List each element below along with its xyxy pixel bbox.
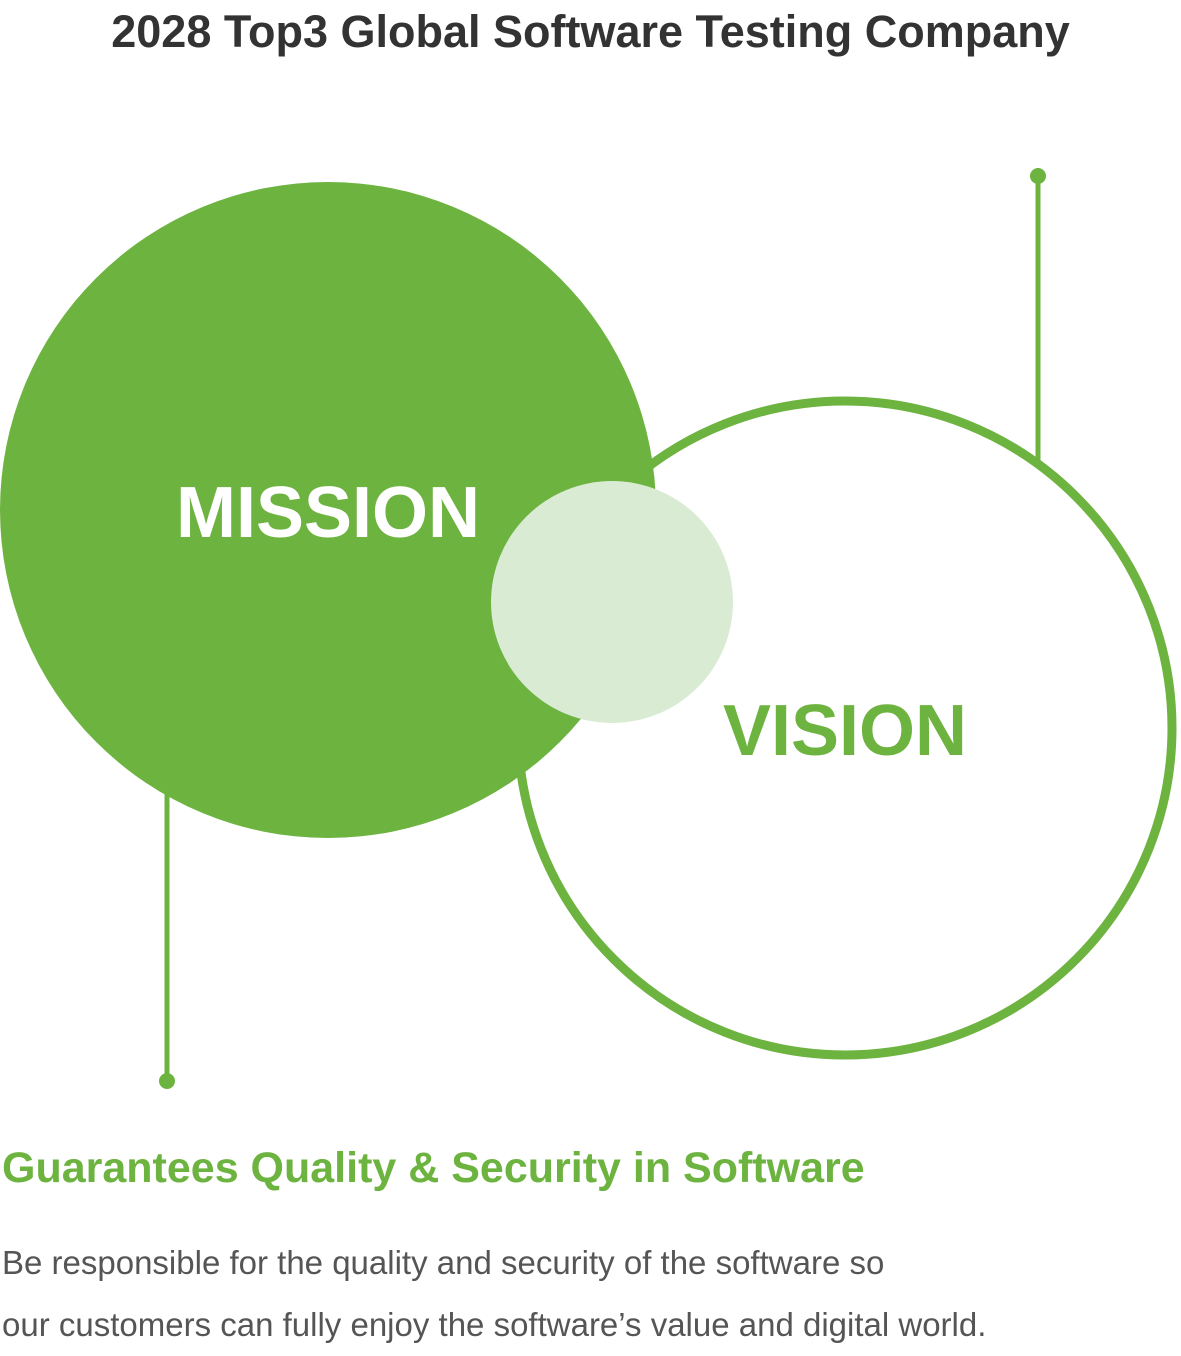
mission-connector-dot	[159, 1073, 175, 1089]
description-line: Be responsible for the quality and secur…	[2, 1244, 885, 1281]
mission-vision-diagram: MISSION VISION	[0, 168, 1177, 1089]
vision-connector-dot	[1030, 168, 1046, 184]
description-line: our customers can fully enjoy the softwa…	[2, 1306, 987, 1343]
overlap-circle	[491, 481, 733, 723]
mission-label: MISSION	[176, 473, 480, 553]
vision-label: VISION	[723, 691, 967, 771]
mission-headline: Guarantees Quality & Security in Softwar…	[2, 1144, 865, 1192]
vision-statement: 2028 Top3 Global Software Testing Compan…	[111, 6, 1070, 57]
mission-circle	[0, 182, 656, 838]
mission-description: Be responsible for the quality and secur…	[2, 1232, 986, 1356]
